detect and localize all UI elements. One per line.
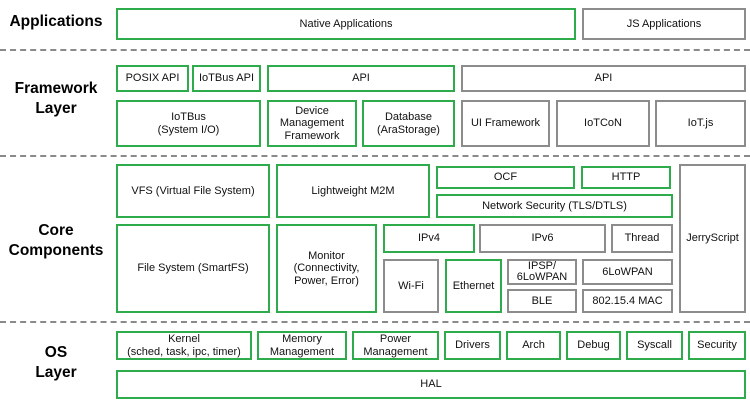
- iotcon-box: IoTCoN: [556, 100, 650, 147]
- http-box: HTTP: [581, 166, 671, 189]
- debug-box: Debug: [566, 331, 621, 360]
- kernel-box: Kernel (sched, task, ipc, timer): [116, 331, 252, 360]
- jerryscript-box: JerryScript: [679, 164, 746, 313]
- separator-apps-framework: [0, 49, 750, 51]
- layer-label-applications: Applications: [9, 13, 103, 30]
- ipv6-box: IPv6: [479, 224, 606, 253]
- js-applications-box: JS Applications: [582, 8, 746, 40]
- ocf-box: OCF: [436, 166, 575, 189]
- ethernet-box: Ethernet: [445, 259, 502, 313]
- database-arastorage-box: Database (AraStorage): [362, 100, 455, 147]
- layer-label-core-components: Core Components: [8, 222, 104, 259]
- api-green-box: API: [267, 65, 455, 92]
- power-management-box: Power Management: [352, 331, 439, 360]
- 802-15-4-mac-box: 802.15.4 MAC: [582, 289, 673, 313]
- drivers-box: Drivers: [444, 331, 501, 360]
- device-management-framework-box: Device Management Framework: [267, 100, 357, 147]
- thread-box: Thread: [611, 224, 673, 253]
- vfs-box: VFS (Virtual File System): [116, 164, 270, 218]
- layer-label-os: OS Layer: [35, 344, 77, 381]
- ble-box: BLE: [507, 289, 577, 313]
- native-applications-box: Native Applications: [116, 8, 576, 40]
- iotbus-system-io-box: IoTBus (System I/O): [116, 100, 261, 147]
- file-system-smartfs-box: File System (SmartFS): [116, 224, 270, 313]
- ipsp-6lowpan-box: IPSP/ 6LoWPAN: [507, 259, 577, 285]
- api-gray-box: API: [461, 65, 746, 92]
- lightweight-m2m-box: Lightweight M2M: [276, 164, 430, 218]
- network-security-box: Network Security (TLS/DTLS): [436, 194, 673, 218]
- iotbus-api-box: IoTBus API: [192, 65, 261, 92]
- layer-label-framework: Framework Layer: [14, 80, 98, 117]
- syscall-box: Syscall: [626, 331, 683, 360]
- separator-core-os: [0, 321, 750, 323]
- arch-box: Arch: [506, 331, 561, 360]
- hal-box: HAL: [116, 370, 746, 399]
- ipv4-box: IPv4: [383, 224, 475, 253]
- monitor-box: Monitor (Connectivity, Power, Error): [276, 224, 377, 313]
- security-box: Security: [688, 331, 746, 360]
- memory-management-box: Memory Management: [257, 331, 347, 360]
- wifi-box: Wi-Fi: [383, 259, 439, 313]
- 6lowpan-box: 6LoWPAN: [582, 259, 673, 285]
- separator-framework-core: [0, 155, 750, 157]
- ui-framework-box: UI Framework: [461, 100, 550, 147]
- iotjs-box: IoT.js: [655, 100, 746, 147]
- posix-api-box: POSIX API: [116, 65, 189, 92]
